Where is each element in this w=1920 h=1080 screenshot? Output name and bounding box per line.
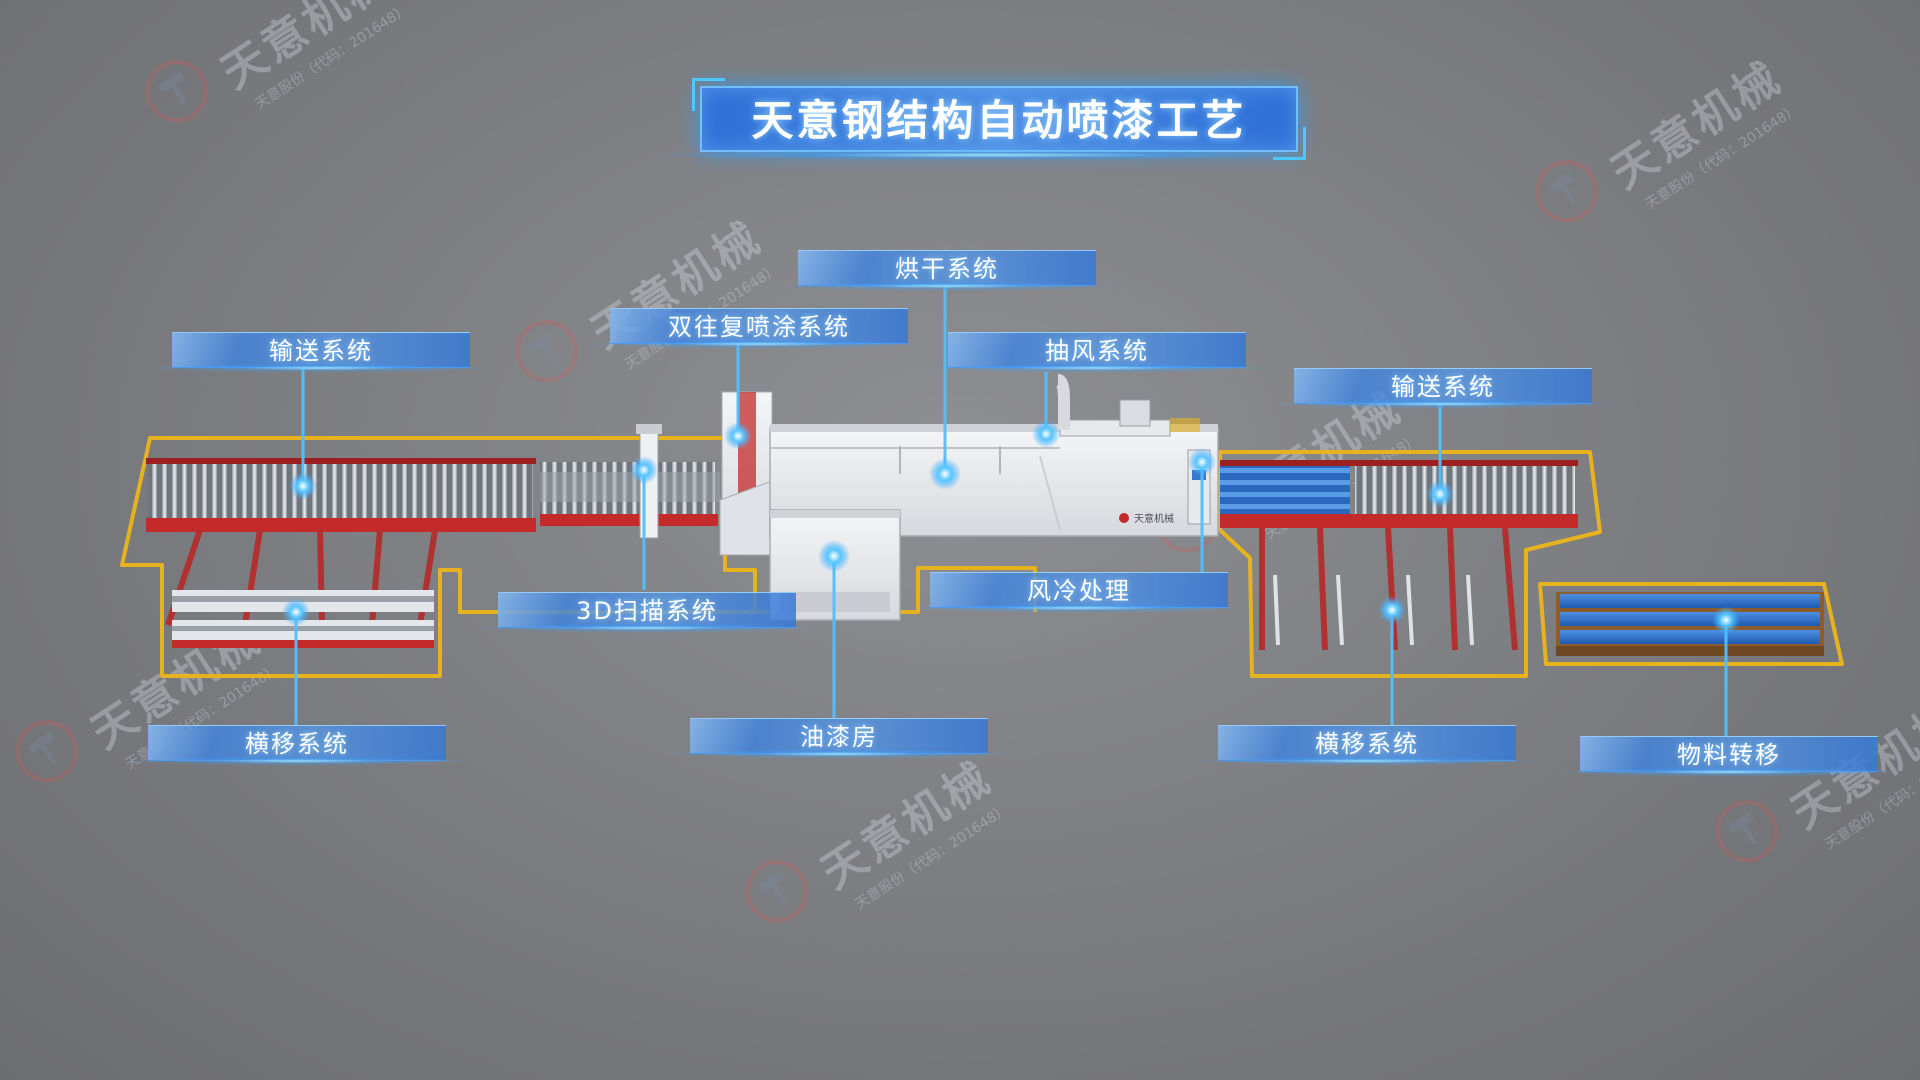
spray-gantry	[719, 391, 776, 556]
label-air-cooling: 风冷处理	[890, 572, 1268, 613]
label-paint-room: 油漆房	[650, 718, 1028, 759]
right-conveyor	[1220, 460, 1578, 528]
label-text: 横移系统	[245, 730, 349, 758]
label-text: 输送系统	[1391, 373, 1495, 401]
page-title: 天意钢结构自动喷漆工艺	[751, 96, 1247, 145]
label-conveyor-system-left: 输送系统	[132, 332, 510, 373]
label-text: 横移系统	[1315, 730, 1419, 758]
drying-tunnel: 天意机械	[769, 424, 1219, 537]
label-text: 物料转移	[1677, 741, 1781, 769]
material-transfer-stack	[1556, 592, 1824, 656]
label-text: 双往复喷涂系统	[668, 313, 850, 341]
label-drying-system: 烘干系统	[758, 250, 1136, 291]
label-transverse-system-left: 横移系统	[108, 725, 486, 766]
right-transverse-rails	[1259, 527, 1518, 651]
label-text: 烘干系统	[895, 255, 999, 283]
label-text: 风冷处理	[1027, 577, 1131, 605]
label-text: 抽风系统	[1045, 337, 1149, 365]
title-banner: 天意钢结构自动喷漆工艺	[692, 78, 1306, 160]
label-reciprocating-spray-system: 双往复喷涂系统	[570, 308, 948, 349]
label-material-transfer: 物料转移	[1540, 736, 1918, 777]
left-conveyor	[146, 458, 720, 532]
right-transverse-bars	[1273, 574, 1474, 646]
label-text: 油漆房	[800, 723, 878, 751]
label-conveyor-system-right: 输送系统	[1254, 368, 1632, 409]
material-transfer-outline	[1538, 582, 1844, 666]
label-text: 3D扫描系统	[576, 597, 718, 625]
tunnel-brand-mark: 天意机械	[1134, 512, 1174, 525]
title-glow	[640, 150, 1340, 160]
connector-lines	[294, 286, 1728, 736]
right-zone-outline	[1218, 450, 1602, 678]
label-exhaust-system: 抽风系统	[908, 332, 1286, 373]
connector-nodes	[282, 420, 1740, 634]
label-3d-scanning-system: 3D扫描系统	[458, 592, 836, 633]
exhaust-duct	[1055, 374, 1200, 437]
label-transverse-system-right: 横移系统	[1178, 725, 1556, 766]
label-text: 输送系统	[269, 337, 373, 365]
